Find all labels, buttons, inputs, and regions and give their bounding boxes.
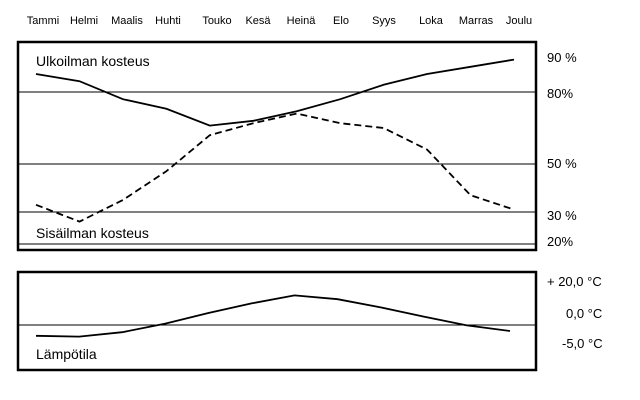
month-label: Loka [419,15,444,27]
month-label: Maalis [111,15,143,27]
humidity-lines [35,58,515,223]
month-label: Heinä [287,15,317,27]
series-line-sisailman-kosteus [35,112,515,223]
month-label: Huhti [155,15,181,27]
series-line-ulkoilman-kosteus [35,58,515,127]
y-tick-label: 80% [547,86,573,101]
humidity-y-ticks: 90 % 80% 50 % 30 % 20% [547,50,577,249]
month-label: Touko [202,15,231,27]
month-axis: Tammi Helmi Maalis Huhti Touko Kesä Heinä Elo Sy… [27,15,532,27]
y-tick-label: + 20,0 °C [547,274,602,289]
month-label: Syys [372,15,396,27]
series-label-lampotila: Lämpötila [36,346,97,362]
month-label: Joulu [506,15,532,27]
series-line-lampotila [35,294,511,338]
month-label: Marras [459,15,494,27]
humidity-panel-frame [16,40,538,252]
month-label: Kesä [245,15,271,27]
month-label: Tammi [27,15,59,27]
y-tick-label: 90 % [547,50,577,65]
temperature-lines [35,294,511,338]
y-tick-label: 20% [547,234,573,249]
temperature-y-ticks: + 20,0 °C 0,0 °C -5,0 °C [547,274,603,351]
y-tick-label: 30 % [547,208,577,223]
month-label: Helmi [70,15,98,27]
y-tick-label: 50 % [547,156,577,171]
humidity-gridlines [19,91,535,245]
month-label: Elo [333,15,349,27]
temperature-panel-frame [16,270,538,372]
y-tick-label: 0,0 °C [566,306,602,321]
series-label-sisailman: Sisäilman kosteus [36,225,149,241]
series-label-ulkoilman: Ulkoilman kosteus [36,53,150,69]
y-tick-label: -5,0 °C [562,336,603,351]
